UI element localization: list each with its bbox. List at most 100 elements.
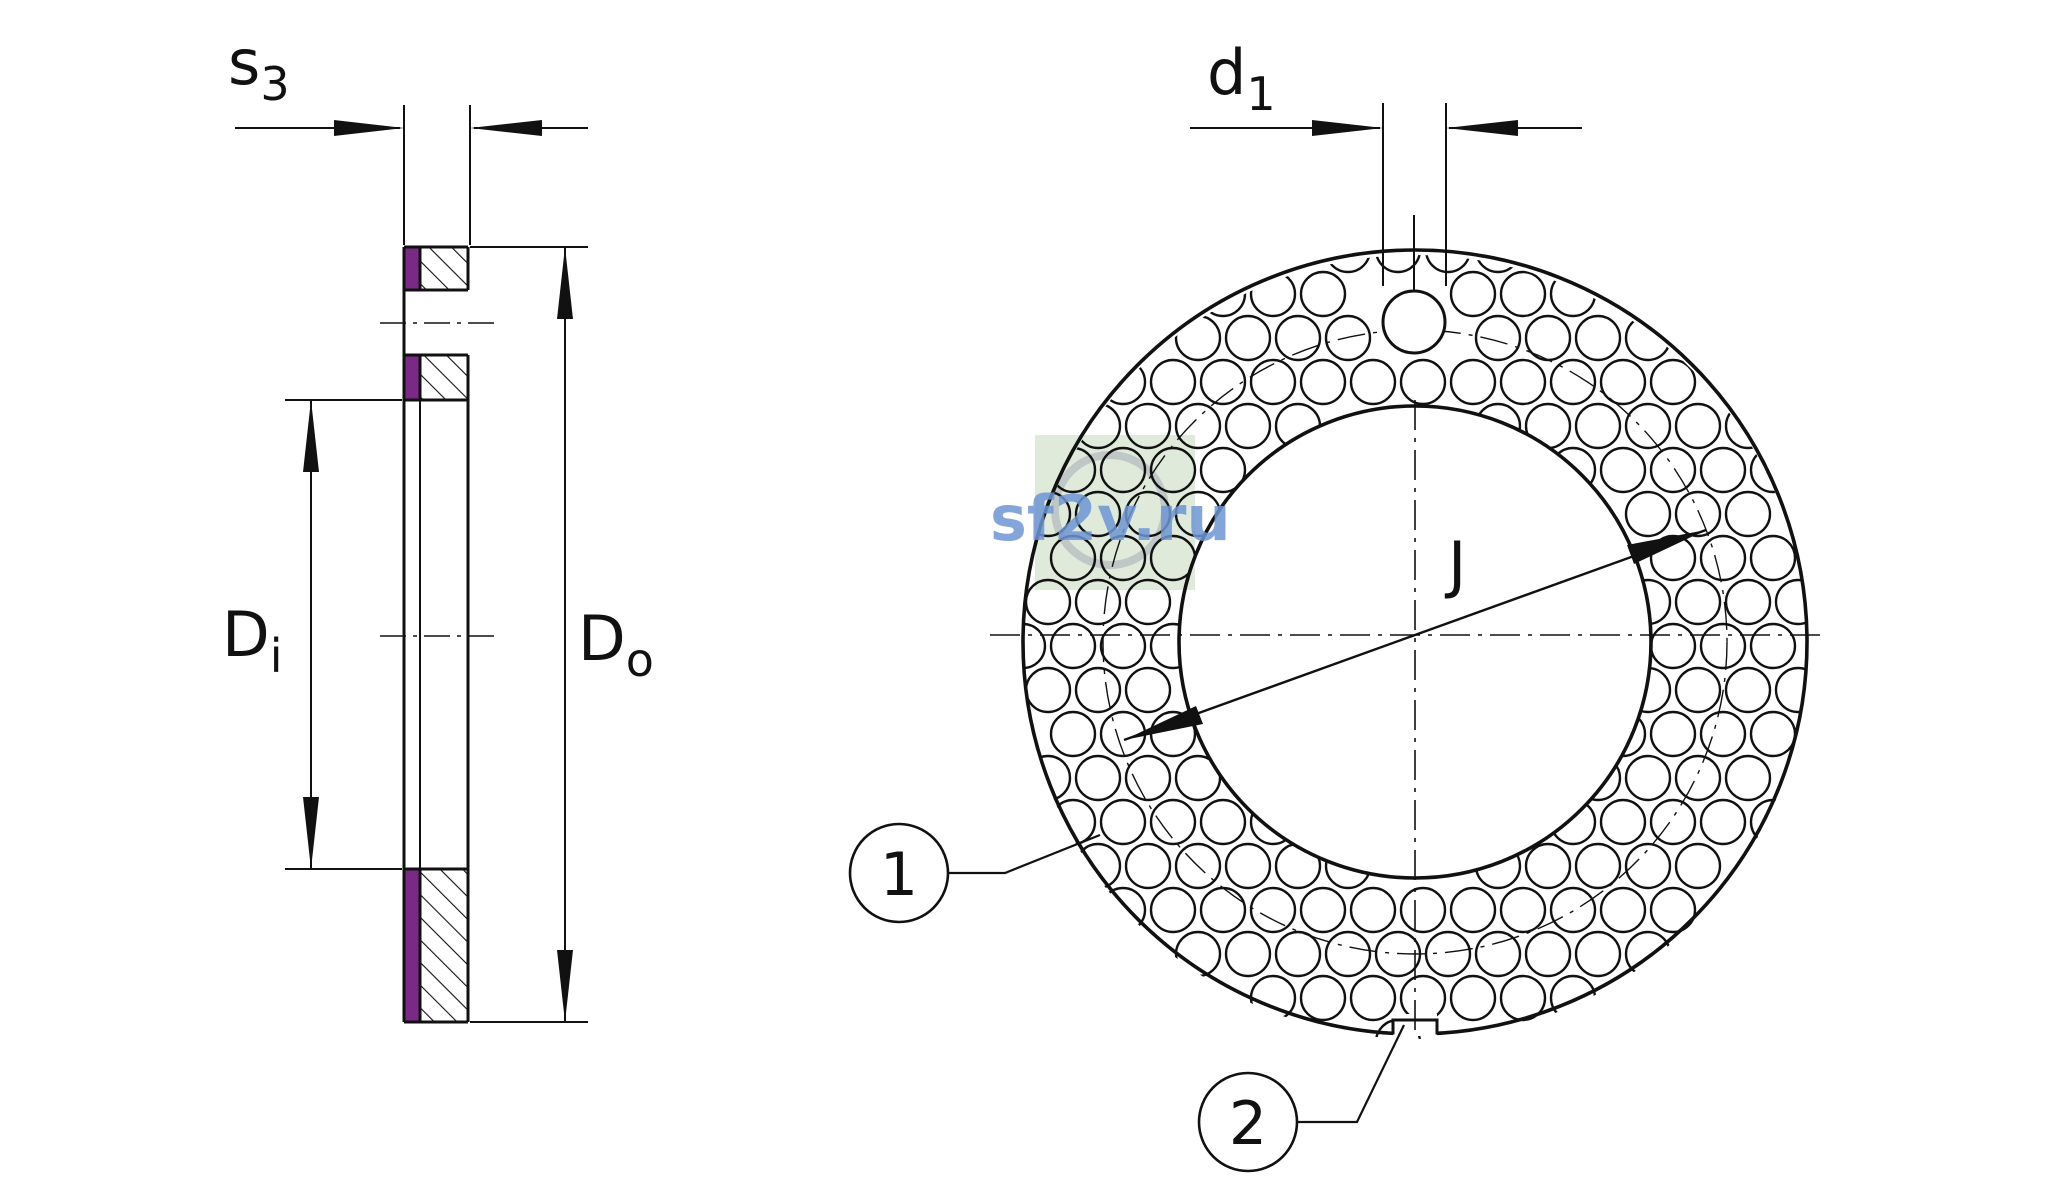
watermark-emblem bbox=[1051, 451, 1169, 569]
fixing-hole bbox=[1381, 289, 1447, 355]
lubrication-pocket bbox=[1749, 534, 1797, 582]
lubrication-pocket bbox=[1649, 534, 1697, 582]
lubrication-pocket bbox=[1274, 930, 1322, 978]
lubrication-pocket bbox=[1199, 886, 1247, 934]
lubrication-pocket bbox=[1074, 666, 1122, 714]
lubrication-pocket bbox=[1349, 886, 1397, 934]
lubrication-pocket bbox=[1699, 622, 1747, 670]
section-hatch-top bbox=[420, 247, 468, 290]
callout-1: 1 bbox=[848, 822, 1101, 924]
lubrication-pocket bbox=[1499, 886, 1547, 934]
lubrication-pocket bbox=[1074, 490, 1122, 538]
lubrication-pocket bbox=[1674, 490, 1722, 538]
lubrication-pocket bbox=[1324, 314, 1372, 362]
lubrication-pocket bbox=[1749, 798, 1797, 846]
watermark-text: sf2v.ru bbox=[990, 482, 1231, 555]
lubrication-pocket bbox=[1599, 886, 1647, 934]
lubrication-pocket bbox=[1124, 490, 1172, 538]
lubrication-pocket bbox=[1574, 402, 1622, 450]
lubrication-pocket bbox=[1649, 622, 1697, 670]
lubrication-pocket bbox=[1299, 270, 1347, 318]
lubrication-pocket bbox=[1724, 666, 1772, 714]
lubrication-pocket bbox=[1149, 622, 1197, 670]
lubrication-pocket bbox=[1324, 842, 1372, 890]
s3-arrow-left bbox=[334, 120, 404, 136]
lubrication-pocket bbox=[1649, 446, 1697, 494]
lubrication-pocket bbox=[1699, 710, 1747, 758]
lubrication-pocket bbox=[1624, 490, 1672, 538]
lubrication-pocket bbox=[1599, 446, 1647, 494]
lubrication-pocket bbox=[1774, 578, 1807, 626]
lubrication-pocket bbox=[1724, 754, 1772, 802]
j-arrow-upper bbox=[1627, 530, 1706, 564]
lubrication-pocket bbox=[1224, 930, 1272, 978]
label-j: J bbox=[1444, 528, 1466, 601]
label-do: Do bbox=[578, 602, 654, 687]
lubrication-pocket bbox=[1249, 358, 1297, 406]
lubrication-pocket bbox=[1199, 358, 1247, 406]
lubrication-pocket bbox=[1749, 710, 1797, 758]
lubrication-pocket bbox=[1474, 930, 1522, 978]
lubrication-pocket bbox=[1399, 974, 1447, 1022]
lubrication-pocket bbox=[1674, 666, 1722, 714]
lubrication-pocket bbox=[1149, 358, 1197, 406]
section-hatch-upper bbox=[420, 355, 468, 400]
lubrication-pocket bbox=[1774, 666, 1807, 714]
lubrication-pocket bbox=[1699, 798, 1747, 846]
lubrication-pocket bbox=[1199, 798, 1247, 846]
lubrication-pocket bbox=[1199, 446, 1247, 494]
sliding-layer-bottom bbox=[405, 869, 419, 1022]
lubrication-pocket bbox=[1149, 886, 1197, 934]
lubrication-pocket bbox=[1224, 842, 1272, 890]
label-d1: d1 bbox=[1207, 36, 1276, 121]
lubrication-pocket bbox=[1124, 754, 1172, 802]
section-hatch-bottom bbox=[420, 869, 468, 1022]
lubrication-pocket bbox=[1224, 314, 1272, 362]
lubrication-pocket bbox=[1174, 402, 1222, 450]
do-arrow-top bbox=[557, 247, 573, 319]
lubrication-pocket bbox=[1699, 446, 1747, 494]
side-view-section: s3 Di Do bbox=[222, 26, 654, 1024]
lubrication-pocket bbox=[1299, 886, 1347, 934]
lubrication-pocket bbox=[1099, 446, 1147, 494]
lubrication-pocket bbox=[1049, 710, 1097, 758]
lubrication-pocket bbox=[1424, 930, 1472, 978]
lubrication-pocket bbox=[1574, 314, 1622, 362]
lubrication-pocket bbox=[1124, 842, 1172, 890]
lubrication-pocket bbox=[1674, 754, 1722, 802]
lubrication-pocket bbox=[1374, 255, 1422, 274]
lubrication-pocket bbox=[1549, 798, 1597, 846]
lubrication-pocket bbox=[1524, 842, 1572, 890]
lubrication-pocket bbox=[1349, 974, 1397, 1022]
lubrication-pocket bbox=[1674, 578, 1722, 626]
callout-2: 2 bbox=[1197, 1024, 1405, 1173]
lubrication-pocket bbox=[1399, 358, 1447, 406]
d1-arrow-left bbox=[1312, 120, 1383, 136]
lubrication-pocket bbox=[1224, 402, 1272, 450]
do-arrow-bottom bbox=[557, 950, 573, 1022]
lubrication-pocket bbox=[1474, 842, 1522, 890]
lubrication-pocket bbox=[1299, 358, 1347, 406]
lubrication-pocket bbox=[1674, 402, 1722, 450]
lubrication-pocket bbox=[1599, 798, 1647, 846]
s3-arrow-right bbox=[470, 120, 542, 136]
lubrication-pocket bbox=[1574, 930, 1622, 978]
lubrication-pocket bbox=[1649, 886, 1697, 934]
lubrication-pocket bbox=[1449, 886, 1497, 934]
lubrication-pocket bbox=[1424, 255, 1472, 274]
lubrication-pocket bbox=[1499, 358, 1547, 406]
lubrication-pocket bbox=[1349, 358, 1397, 406]
lubrication-pocket bbox=[1099, 622, 1147, 670]
lubrication-pocket bbox=[1474, 255, 1522, 274]
lubrication-pocket bbox=[1124, 578, 1172, 626]
lubrication-pocket bbox=[1174, 314, 1222, 362]
sliding-layer-upper bbox=[405, 355, 419, 400]
lubrication-pocket bbox=[1724, 578, 1772, 626]
lubrication-pocket bbox=[1649, 358, 1697, 406]
lubrication-pocket bbox=[1649, 710, 1697, 758]
di-arrow-bottom bbox=[303, 797, 319, 869]
callout-1-number: 1 bbox=[880, 840, 918, 910]
lubrication-pocket bbox=[1399, 886, 1447, 934]
lubrication-pocket bbox=[1474, 314, 1522, 362]
